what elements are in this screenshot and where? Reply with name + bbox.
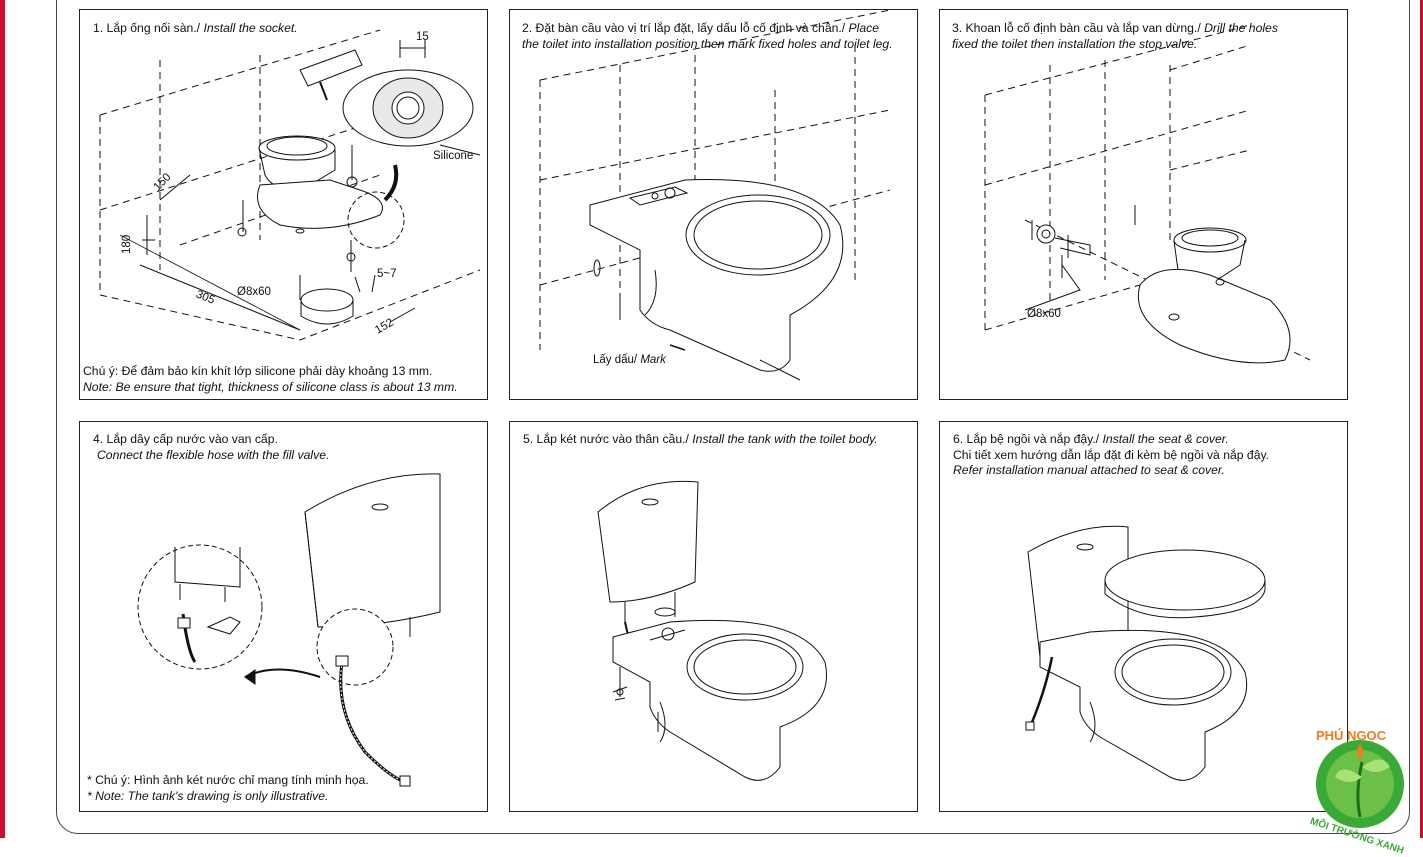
step-4-illustration	[137, 473, 441, 787]
step-6-illustration	[1025, 525, 1266, 781]
step-5-illustration	[597, 480, 827, 781]
step-5-caption: 5. Lắp két nước vào thân cầu./ Install t…	[523, 432, 878, 446]
mark-label: Lấy dấu/ Mark	[593, 354, 667, 366]
brand-logo: logo PHÚ NGỌC MÔI TRƯỜNG XANH	[1309, 722, 1423, 857]
step-2-illustration: Lấy dấu/ Mark	[539, 10, 891, 381]
step-1-caption: 1. Lắp ống nối sàn./ Install the socket.	[93, 21, 298, 35]
step-2-panel: 2. Đặt bàn cầu vào vị trí lắp đặt, lấy d…	[509, 9, 918, 400]
page-frame-right	[1420, 0, 1423, 838]
page-frame-left	[0, 0, 5, 838]
document-border	[56, 0, 1410, 834]
step-4-panel: 4. Lắp dây cấp nước vào van cấp. Connect…	[79, 421, 488, 812]
step-3-panel: 3. Khoan lỗ cố định bàn cầu và lắp van d…	[939, 9, 1348, 400]
logo-emblem-icon: logo	[1316, 740, 1404, 828]
dim-305-label: 305	[194, 289, 216, 307]
step-6-caption: 6. Lắp bệ ngồi và nắp đậy./ Install the …	[953, 432, 1270, 477]
step-3-illustration: Ø8x60	[984, 24, 1311, 364]
step-2-caption: 2. Đặt bàn cầu vào vị trí lắp đặt, lấy d…	[522, 21, 893, 51]
dim-180-label: 180	[121, 235, 133, 254]
step-5-panel: 5. Lắp két nước vào thân cầu./ Install t…	[509, 421, 918, 812]
bolt-size-label: Ø8x60	[237, 286, 271, 298]
step-4-note: * Chú ý: Hình ảnh két nước chỉ mang tính…	[87, 773, 369, 803]
step-6-panel: 6. Lắp bệ ngồi và nắp đậy./ Install the …	[939, 421, 1348, 812]
step-1-note: Chú ý: Để đảm bảo kín khít lớp silicone …	[83, 364, 458, 394]
step-1-illustration: 15 Silicone 150 180 305 Ø8x60 5~7 152	[99, 29, 481, 341]
dim-150-label: 150	[152, 171, 174, 193]
step-1-panel: 1. Lắp ống nối sàn./ Install the socket.	[79, 9, 488, 400]
dim-15-label: 15	[416, 31, 429, 43]
dim-152-label: 152	[373, 317, 396, 337]
bolt-size-label: Ø8x60	[1027, 308, 1061, 320]
step-3-caption: 3. Khoan lỗ cố định bàn cầu và lắp van d…	[952, 21, 1278, 51]
silicone-label: Silicone	[433, 150, 473, 162]
step-4-caption: 4. Lắp dây cấp nước vào van cấp. Connect…	[93, 432, 330, 462]
gap-label: 5~7	[377, 268, 397, 280]
logo-top-text: PHÚ NGỌC	[1316, 728, 1387, 743]
